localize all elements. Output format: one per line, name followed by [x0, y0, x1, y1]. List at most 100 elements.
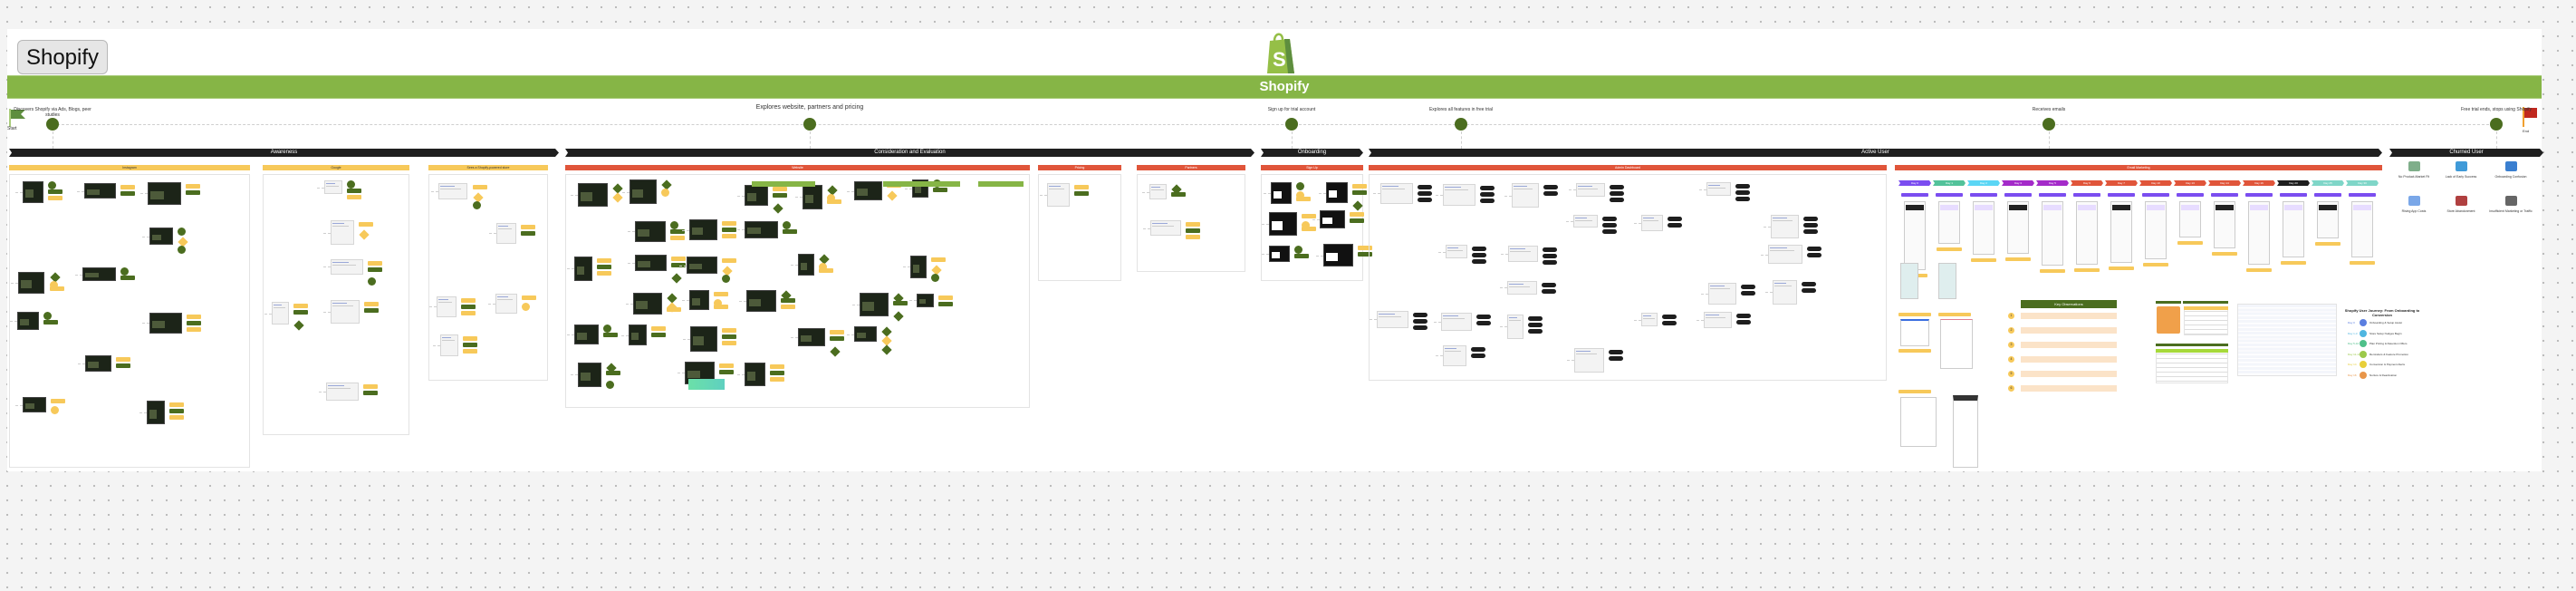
email-screenshot[interactable]	[1953, 395, 1978, 468]
substage-header[interactable]: Instagram	[9, 165, 250, 170]
screenshot-thumbnail[interactable]	[1708, 282, 1736, 305]
screenshot-thumbnail[interactable]	[495, 222, 516, 244]
email-screenshot[interactable]	[1900, 397, 1937, 447]
day-tab[interactable]: Day 1	[1933, 180, 1966, 186]
screenshot-thumbnail[interactable]	[1443, 184, 1476, 207]
substage-header[interactable]: Admin Dashboard	[1369, 165, 1887, 170]
day-tab[interactable]: Day 20	[2277, 180, 2310, 186]
day-tab[interactable]: Day 6	[2071, 180, 2103, 186]
screenshot-thumbnail[interactable]	[149, 312, 182, 334]
screenshot-thumbnail[interactable]	[797, 328, 826, 347]
screenshot-thumbnail[interactable]	[853, 180, 882, 201]
substage-header[interactable]: Sees a Shopify-powered store	[428, 165, 548, 170]
screenshot-thumbnail[interactable]	[82, 267, 116, 281]
email-screenshot[interactable]	[2351, 201, 2373, 258]
screenshot-thumbnail[interactable]	[634, 255, 668, 272]
day-tab[interactable]: Day 0	[1898, 180, 1931, 186]
screenshot-thumbnail[interactable]	[1768, 245, 1803, 264]
email-screenshot[interactable]	[2110, 201, 2132, 263]
stage-bar-active-user[interactable]: Active User	[1369, 149, 2382, 157]
flow-frame	[1261, 174, 1363, 281]
day-tab[interactable]: Day 5	[2036, 180, 2069, 186]
email-screenshot[interactable]	[2248, 201, 2270, 266]
day-tab[interactable]: Day 2	[1967, 180, 2000, 186]
milestone-marker[interactable]	[2490, 118, 2503, 131]
substage-header[interactable]: Sign Up	[1261, 165, 1363, 170]
milestone-marker[interactable]	[2043, 118, 2055, 131]
email-screenshot[interactable]	[2042, 201, 2063, 266]
screenshot-thumbnail[interactable]	[1149, 183, 1168, 200]
screenshot-thumbnail[interactable]	[1703, 312, 1732, 328]
screenshot-thumbnail[interactable]	[331, 259, 364, 275]
day-tab[interactable]: Day 14	[2208, 180, 2241, 186]
email-screenshot[interactable]	[1938, 263, 1956, 299]
screenshot-thumbnail[interactable]	[495, 294, 517, 314]
promo-thumbnail[interactable]	[688, 379, 725, 390]
email-header	[2250, 205, 2268, 210]
day-tab[interactable]: Day 7	[2105, 180, 2138, 186]
milestone-marker[interactable]	[803, 118, 816, 131]
email-screenshot[interactable]	[1900, 263, 1918, 299]
board-title-button[interactable]: Shopify	[17, 40, 108, 74]
stage-bar-consideration-and-evaluation[interactable]: Consideration and Evaluation	[565, 149, 1254, 157]
thumbnail-text	[1151, 189, 1164, 190]
screenshot-thumbnail[interactable]	[1149, 220, 1182, 237]
screenshot-thumbnail[interactable]	[437, 182, 468, 200]
screenshot-thumbnail[interactable]	[1508, 245, 1539, 263]
screenshot-thumbnail[interactable]	[629, 179, 657, 205]
day-tab[interactable]: Day 25	[2312, 180, 2344, 186]
screenshot-thumbnail[interactable]	[325, 383, 359, 401]
substage-header[interactable]: Google	[263, 165, 409, 170]
screenshot-thumbnail[interactable]	[1573, 347, 1604, 373]
email-screenshot[interactable]	[1940, 319, 1973, 369]
day-tab[interactable]: Day 3	[2002, 180, 2034, 186]
screenshot-thumbnail[interactable]	[1047, 183, 1070, 208]
screenshot-thumbnail[interactable]	[1512, 183, 1540, 208]
screenshot-thumbnail[interactable]	[1441, 313, 1473, 332]
screenshot-thumbnail[interactable]	[437, 296, 457, 317]
screenshot-thumbnail[interactable]	[1640, 214, 1664, 231]
thumbnail-text	[1643, 315, 1652, 316]
screenshot-thumbnail[interactable]	[84, 182, 116, 199]
screenshot-thumbnail[interactable]	[1772, 279, 1797, 305]
screenshot-thumbnail[interactable]	[1507, 314, 1524, 339]
annotation-tag	[120, 184, 135, 189]
screenshot-thumbnail[interactable]	[688, 219, 717, 241]
screenshot-thumbnail[interactable]	[331, 220, 354, 245]
day-tab[interactable]: Day 16	[2243, 180, 2275, 186]
screenshot-thumbnail[interactable]	[1771, 214, 1799, 239]
emotion-circle	[472, 200, 481, 209]
annotation-tag	[719, 370, 735, 375]
substage-header[interactable]: Partners	[1137, 165, 1245, 170]
screenshot-thumbnail[interactable]	[331, 299, 360, 325]
annotation-pill	[1471, 259, 1486, 265]
day-tab[interactable]: Day 13	[2174, 180, 2206, 186]
screenshot-thumbnail[interactable]	[1377, 311, 1409, 328]
annotation-tag	[1186, 222, 1201, 228]
flow-connector	[1696, 319, 1704, 321]
screenshot-thumbnail[interactable]	[1443, 345, 1467, 366]
screenshot-thumbnail[interactable]	[686, 257, 718, 275]
stage-bar-awareness[interactable]: Awareness	[9, 149, 559, 157]
day-tab[interactable]: Day 10	[2139, 180, 2172, 186]
milestone-marker[interactable]	[1285, 118, 1298, 131]
screenshot-thumbnail[interactable]	[744, 220, 779, 238]
screenshot-thumbnail[interactable]	[745, 290, 777, 312]
email-screenshot[interactable]	[2145, 201, 2167, 260]
day-tab[interactable]: Day 30	[2346, 180, 2379, 186]
thumbnail-text	[438, 301, 453, 303]
milestone-marker[interactable]	[1455, 118, 1467, 131]
substage-header[interactable]: Pricing	[1038, 165, 1121, 170]
email-inbox-list[interactable]	[2237, 304, 2337, 376]
stage-bar-churned-user[interactable]: Churned User	[2389, 149, 2543, 157]
email-screenshot[interactable]	[2283, 201, 2304, 258]
screenshot-thumbnail[interactable]	[1379, 183, 1413, 204]
email-screenshot[interactable]	[1900, 319, 1929, 346]
email-screenshot[interactable]	[2076, 201, 2098, 265]
substage-header[interactable]: Email Marketing	[1895, 165, 2382, 170]
stage-bar-onboarding[interactable]: Onboarding	[1261, 149, 1363, 157]
substage-header[interactable]: Website	[565, 165, 1030, 170]
email-screenshot[interactable]	[1904, 201, 1926, 270]
milestone-marker[interactable]	[46, 118, 59, 131]
email-header	[2112, 205, 2130, 210]
